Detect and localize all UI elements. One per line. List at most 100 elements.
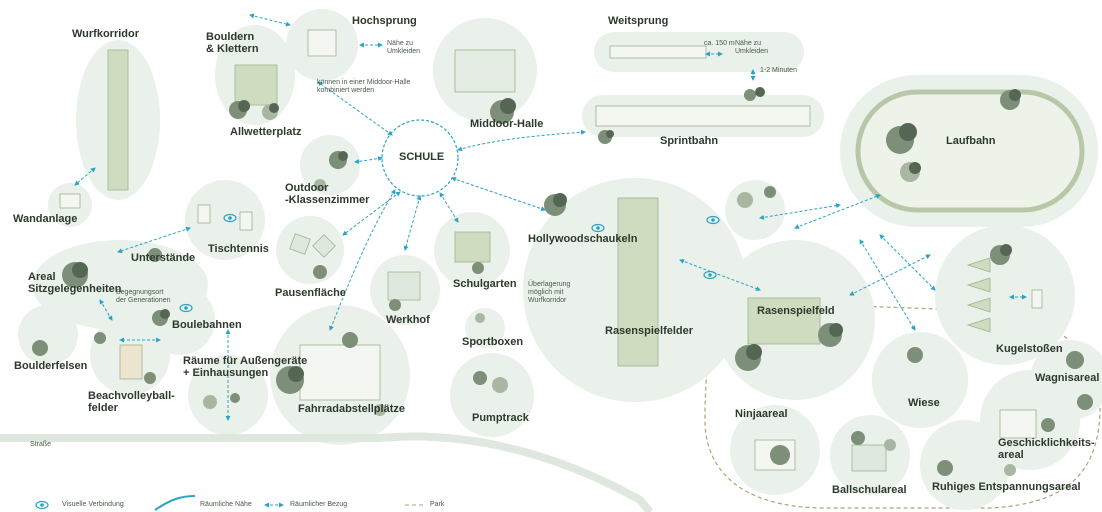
connection (249, 13, 291, 27)
tree (262, 103, 279, 120)
tree (314, 179, 326, 191)
label-hollywood: Hollywoodschaukeln (528, 233, 638, 245)
tree (744, 87, 765, 101)
kugelstossen-sector-1 (966, 257, 991, 273)
tree (1041, 418, 1055, 432)
tree (544, 193, 567, 216)
label-rasenspielfelder: Rasenspielfelder (605, 325, 694, 337)
allwetterplatz-field (234, 64, 278, 106)
zone-ruhiges (920, 420, 1010, 510)
tree (900, 162, 921, 182)
label-wiese: Wiese (908, 397, 940, 409)
legend-proximity-line (154, 495, 196, 511)
school-label: SCHULE (399, 151, 445, 163)
label-weitsprung: Weitsprung (608, 15, 669, 27)
tree (329, 151, 348, 169)
tree (737, 186, 776, 208)
schulgarten-bed (454, 231, 491, 263)
tree (203, 393, 240, 409)
label-boulebahnen: Boulebahnen (172, 319, 242, 331)
label-unterstaende: Unterstände (131, 252, 196, 264)
tischtennis-table (197, 204, 211, 224)
tree (907, 347, 923, 363)
label-raeume: Räume für Außengeräte + Einhausungen (183, 355, 308, 379)
tree (32, 340, 48, 356)
tischtennis-table-2 (239, 211, 253, 231)
connection (457, 129, 586, 152)
note-generationen: Begegnungsort der Generationen (116, 289, 171, 304)
note-minutes: 1-2 Minuten (760, 67, 797, 74)
connection (317, 81, 393, 136)
tree (735, 344, 762, 371)
visual-connections (179, 213, 720, 313)
eye-icon (223, 213, 237, 223)
weitsprung-runway (609, 45, 707, 59)
tree (770, 445, 790, 465)
label-laufbahn: Laufbahn (946, 135, 996, 147)
label-werkhof: Werkhof (386, 314, 430, 326)
label-wagnisareal: Wagnisareal (1035, 372, 1100, 384)
label-wurfkorridor: Wurfkorridor (72, 28, 140, 40)
connection (403, 195, 422, 251)
label-kugelstossen: Kugelstoßen (996, 343, 1063, 355)
connection (439, 192, 459, 223)
connection (74, 167, 96, 186)
eye-icon (703, 270, 717, 280)
tree (374, 404, 386, 416)
legend-eye-icon (35, 500, 49, 510)
tree (276, 366, 304, 394)
wandanlage-wall (59, 193, 81, 209)
label-pumptrack: Pumptrack (472, 412, 529, 424)
tree (1000, 89, 1021, 110)
tree (598, 130, 614, 144)
hochsprung-mat (307, 29, 337, 57)
zone-kugelstossen (935, 225, 1075, 365)
geschicklichkeit-structure (999, 409, 1037, 439)
street (0, 432, 654, 512)
eye-icon (706, 215, 720, 225)
trees (32, 87, 1093, 476)
label-pausenflaeche: Pausenfläche (275, 287, 346, 299)
label-fahrrad: Fahrradabstellplätze (298, 403, 405, 415)
zone-outdoor (300, 135, 360, 195)
middoor-hall (454, 49, 516, 93)
beachvolleyball-court (119, 344, 143, 380)
zone-wiese (872, 332, 968, 428)
label-rasenspielfeld: Rasenspielfeld (757, 305, 835, 317)
label-boulderfelsen: Boulderfelsen (14, 360, 88, 372)
label-bouldern: Bouldern & Klettern (206, 31, 259, 55)
connection (794, 194, 881, 229)
label-areal-sitz: Areal Sitzgelegenheiten (28, 271, 122, 295)
label-outdoor: Outdoor -Klassenzimmer (285, 182, 370, 206)
tree (313, 265, 327, 279)
connection (451, 176, 546, 212)
tree (1066, 351, 1093, 410)
tree (475, 313, 485, 323)
tree (94, 332, 106, 344)
tree (937, 460, 1016, 476)
tree (818, 323, 843, 347)
tree (472, 262, 484, 274)
tree (152, 309, 170, 326)
note-middoor: können in einer Middoor-Halle kombiniert… (317, 79, 411, 94)
label-tischtennis: Tischtennis (208, 243, 269, 255)
tree (473, 371, 508, 393)
eye-icon (591, 223, 605, 233)
kugelstossen-pad (1031, 289, 1043, 309)
kugelstossen-sector-4 (966, 317, 991, 333)
label-sprintbahn: Sprintbahn (660, 135, 719, 147)
tree (144, 372, 156, 384)
label-sportboxen: Sportboxen (462, 336, 524, 348)
facilities (59, 29, 1085, 472)
fahrrad-racks (299, 344, 381, 401)
tree (342, 332, 358, 348)
label-schulgarten: Schulgarten (453, 278, 517, 290)
label-hochsprung: Hochsprung (352, 15, 417, 27)
zone-hollywood-trees (725, 180, 785, 240)
note-naehe-umkleiden-1: Nähe zu Umkleiden (387, 40, 421, 55)
pausenflaeche-shelter (289, 233, 311, 255)
zone-pausenflaeche (276, 216, 344, 284)
wurfkorridor-field (107, 49, 129, 191)
